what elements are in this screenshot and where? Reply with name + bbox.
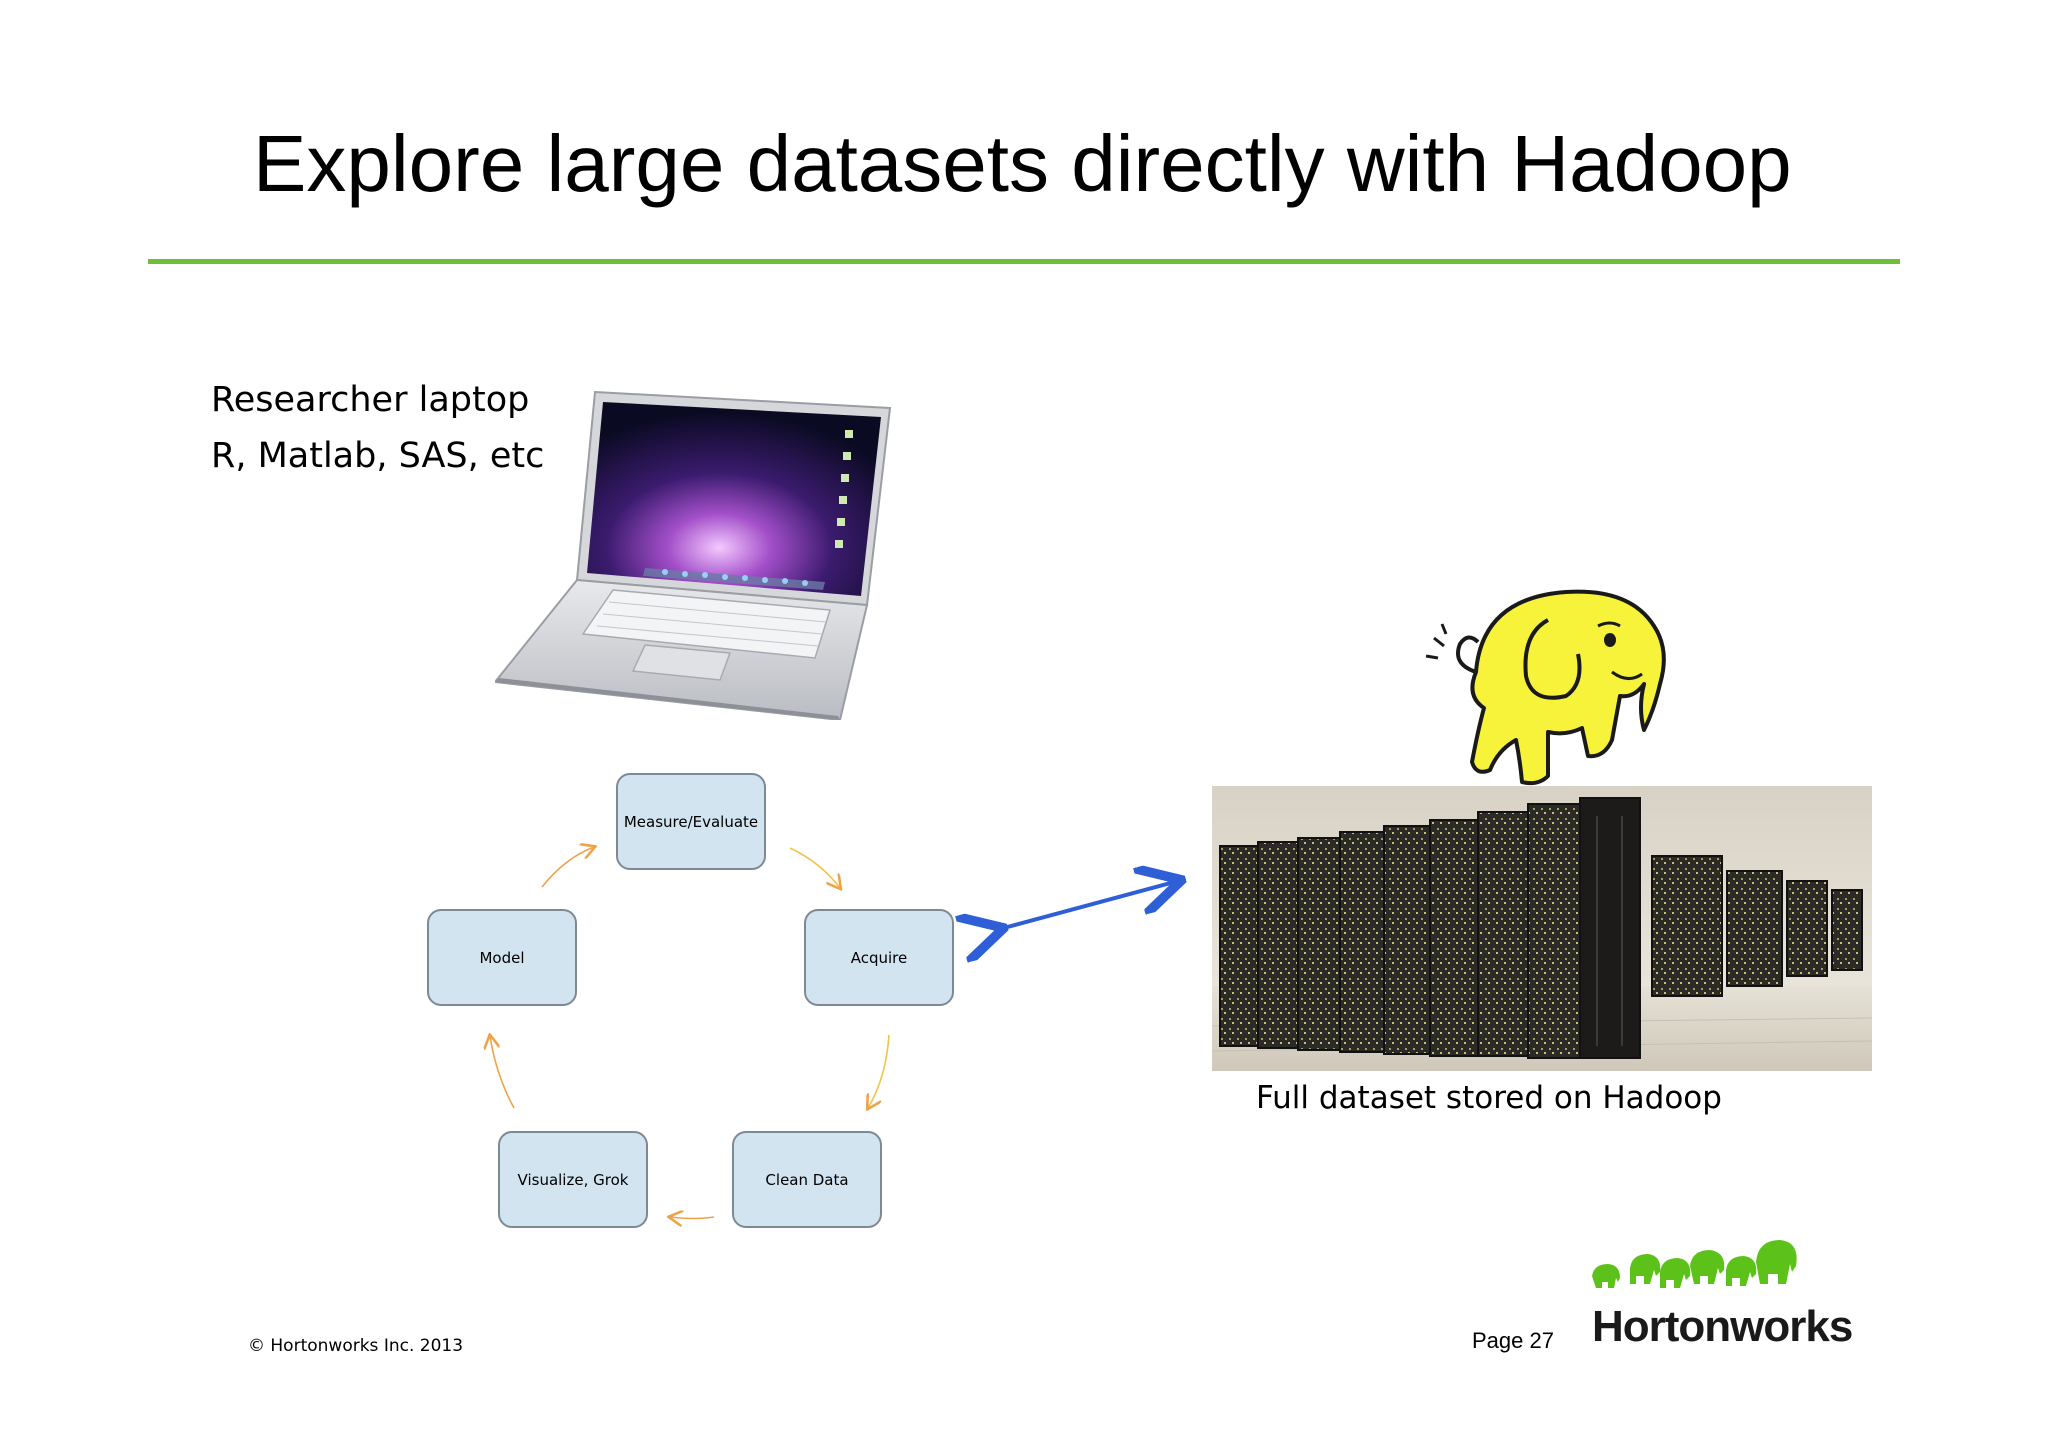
laptop-icon (495, 390, 892, 720)
arrow-visualize-to-model (490, 1036, 515, 1109)
arrow-model-to-measure (541, 847, 594, 888)
arrow-measure-to-acquire (789, 847, 840, 888)
arrow-acquire-to-clean (868, 1034, 890, 1108)
copyright-text: © Hortonworks Inc. 2013 (248, 1336, 464, 1356)
page-number: Page 27 (1472, 1328, 1554, 1353)
cycle-step-acquire: Acquire (804, 909, 954, 1006)
title-divider (148, 259, 1900, 264)
hortonworks-elephants-icon (1592, 1240, 1797, 1288)
hortonworks-logo-text: Hortonworks (1592, 1302, 1853, 1351)
cycle-step-visualize: Visualize, Grok (498, 1131, 648, 1228)
cycle-step-measure: Measure/Evaluate (616, 773, 766, 870)
laptop-label-line2: R, Matlab, SAS, etc (211, 436, 545, 476)
double-arrow-icon (1000, 881, 1178, 929)
hadoop-elephant-icon (1425, 589, 1666, 786)
hadoop-caption: Full dataset stored on Hadoop (1256, 1080, 1722, 1116)
slide-title: Explore large datasets directly with Had… (253, 119, 1792, 208)
cycle-step-model: Model (427, 909, 577, 1006)
server-racks-image (1212, 786, 1872, 1071)
cycle-step-clean: Clean Data (732, 1131, 882, 1228)
laptop-label-line1: Researcher laptop (211, 380, 530, 420)
arrow-clean-to-visualize (670, 1217, 715, 1219)
